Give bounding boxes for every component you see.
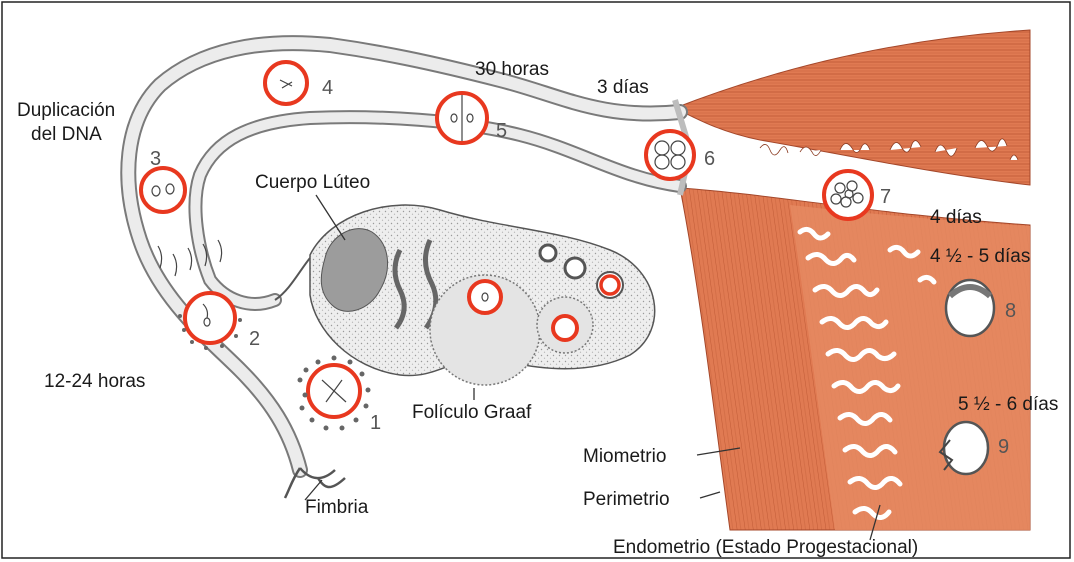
label-miometrio: Miometrio (583, 446, 666, 467)
label-foliculo-graaf: Folículo Graaf (412, 402, 532, 423)
stage-number-8: 8 (1005, 300, 1016, 322)
label-endometrio: Endometrio (Estado Progestacional) (613, 537, 918, 558)
label-fimbria: Fimbria (305, 497, 369, 518)
label-perimetrio: Perimetrio (583, 489, 670, 510)
ovary-follicle-small-1 (540, 245, 556, 261)
stage-7-cell (824, 171, 872, 219)
label-12-24-horas: 12-24 horas (44, 371, 145, 392)
stage-6-cell (646, 131, 694, 179)
label-30-horas: 30 horas (475, 59, 549, 80)
stage-2-cell (185, 293, 235, 343)
label-cuerpo-luteo: Cuerpo Lúteo (255, 172, 370, 193)
stage-number-7: 7 (880, 186, 891, 208)
stage-number-9: 9 (998, 436, 1009, 458)
label-4-dias: 4 días (930, 207, 982, 228)
ovary-follicle-small-2 (565, 258, 585, 278)
label-3-dias: 3 días (597, 77, 649, 98)
blastocyst-stage-9 (944, 422, 988, 474)
follicle-oocyte-ring (469, 281, 501, 313)
follicle-oocyte-ring-3 (601, 276, 619, 294)
stage-number-6: 6 (704, 148, 715, 170)
stage-number-4: 4 (322, 77, 333, 99)
stage-number-1: 1 (370, 412, 381, 434)
label-del-dna: del DNA (31, 124, 102, 145)
stage-number-2: 2 (249, 328, 260, 350)
stage-3-cell (141, 168, 185, 212)
label-5-6-dias: 5 ½ - 6 días (958, 394, 1058, 415)
stage-number-5: 5 (496, 120, 507, 142)
label-4-5-dias: 4 ½ - 5 días (930, 246, 1030, 267)
stage-number-3: 3 (150, 148, 161, 170)
follicle-oocyte-ring-2 (553, 316, 577, 340)
label-duplicacion: Duplicación (17, 100, 115, 121)
